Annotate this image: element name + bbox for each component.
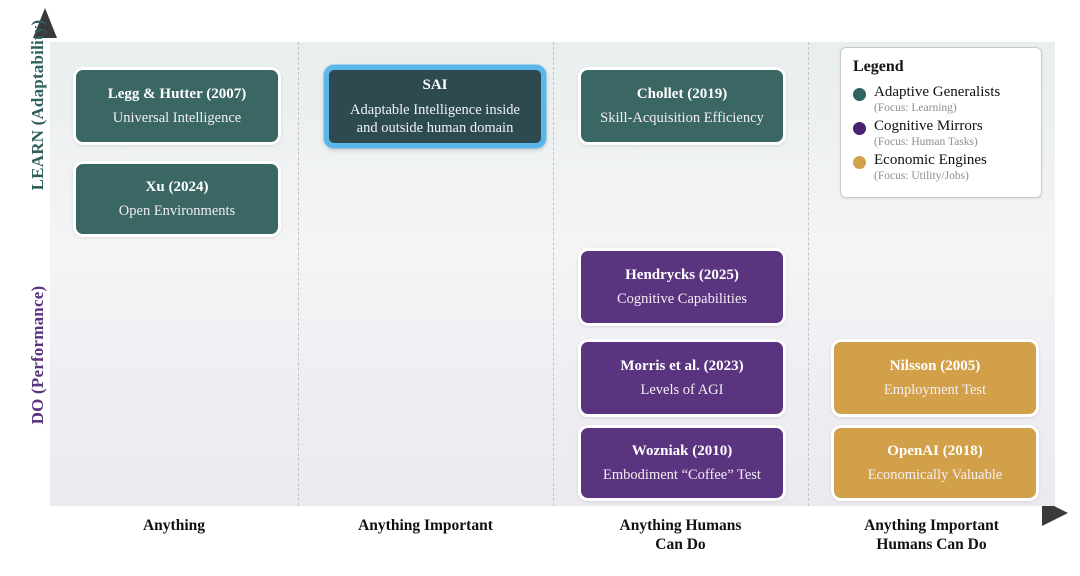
concept-box-nilsson-2005[interactable]: Nilsson (2005) Employment Test [831,339,1039,417]
concept-box-subtitle-line-2: and outside human domain [356,119,514,136]
y-axis-arrow-icon [33,8,57,38]
concept-box-legg-hutter-2007[interactable]: Legg & Hutter (2007) Universal Intellige… [73,67,281,145]
concept-box-title: Nilsson (2005) [889,357,981,374]
x-axis-label-line: Can Do [655,536,706,554]
column-divider-2 [553,42,554,506]
concept-box-wozniak-2010[interactable]: Wozniak (2010) Embodiment “Coffee” Test [578,425,786,501]
concept-box-title: Xu (2024) [145,178,209,195]
concept-box-subtitle: Embodiment “Coffee” Test [603,467,761,484]
concept-box-subtitle: Levels of AGI [640,382,724,399]
legend-color-dot-icon [853,122,866,136]
x-axis-label-line: Anything Humans [619,517,742,534]
y-axis-label-do: DO (Performance) [28,285,47,425]
concept-box-morris-et-al-2023[interactable]: Morris et al. (2023) Levels of AGI [578,339,786,417]
legend-color-dot-icon [853,88,866,101]
concept-box-subtitle: Skill-Acquisition Efficiency [600,110,764,127]
legend-item-adaptive-generalists[interactable]: Adaptive Generalists (Focus: Learning) [853,84,1029,114]
x-axis-label-line: Anything Important [358,517,493,534]
legend-item-focus: (Focus: Human Tasks) [874,135,978,148]
legend-item-focus: (Focus: Learning) [874,101,957,114]
x-axis-label-line: Anything Important [864,517,999,534]
legend-item-label: Economic Engines [874,152,987,169]
legend-title: Legend [853,58,904,75]
concept-box-hendrycks-2025[interactable]: Hendrycks (2025) Cognitive Capabilities [578,248,786,326]
x-axis-label-line: Anything [142,517,206,534]
concept-box-title: SAI [422,77,448,93]
legend-item-label: Adaptive Generalists [874,84,1001,100]
concept-box-title: Hendrycks (2025) [625,266,739,283]
legend-item-focus: (Focus: Utility/Jobs) [874,169,969,182]
concept-box-subtitle: Universal Intelligence [112,110,242,127]
concept-box-title: Chollet (2019) [636,85,728,102]
x-axis-label-anything: Anything [50,516,298,535]
concept-box-xu-2024[interactable]: Xu (2024) Open Environments [73,161,281,237]
x-axis-label-anything-important: Anything Important [298,516,553,535]
concept-box-subtitle: Cognitive Capabilities [616,291,748,308]
concept-box-subtitle: Open Environments [118,203,236,220]
plot-area: Legg & Hutter (2007) Universal Intellige… [50,42,1055,506]
concept-box-subtitle: Employment Test [883,382,987,399]
concept-box-subtitle: Economically Valuable [867,467,1003,484]
x-axis-label-line: Humans Can Do [876,536,987,554]
concept-box-chollet-2019[interactable]: Chollet (2019) Skill-Acquisition Efficie… [578,67,786,145]
concept-box-subtitle-line-1: Adaptable Intelligence inside [350,101,520,118]
concept-box-title: OpenAI (2018) [887,442,983,459]
concept-box-sai-highlighted[interactable]: SAI Adaptable Intelligence inside and ou… [324,65,546,148]
concept-box-title: Legg & Hutter (2007) [107,85,247,102]
legend-panel: Legend Adaptive Generalists (Focus: Lear… [840,47,1042,199]
concept-box-title: Wozniak (2010) [631,442,733,459]
column-divider-3 [808,42,809,506]
concept-box-openai-2018[interactable]: OpenAI (2018) Economically Valuable [831,425,1039,501]
legend-item-economic-engines[interactable]: Economic Engines (Focus: Utility/Jobs) [853,152,1029,182]
legend-color-dot-icon [853,156,866,170]
x-axis-label-anything-humans-can-do: Anything Humans Can Do [553,516,808,555]
legend-item-label: Cognitive Mirrors [874,118,983,135]
concept-box-title: Morris et al. (2023) [620,357,744,374]
y-axis-label-learn: LEARN (Adaptability) [28,19,47,191]
x-axis-label-anything-important-humans-can-do: Anything Important Humans Can Do [808,516,1055,555]
column-divider-1 [298,42,299,506]
legend-item-cognitive-mirrors[interactable]: Cognitive Mirrors (Focus: Human Tasks) [853,118,1029,148]
